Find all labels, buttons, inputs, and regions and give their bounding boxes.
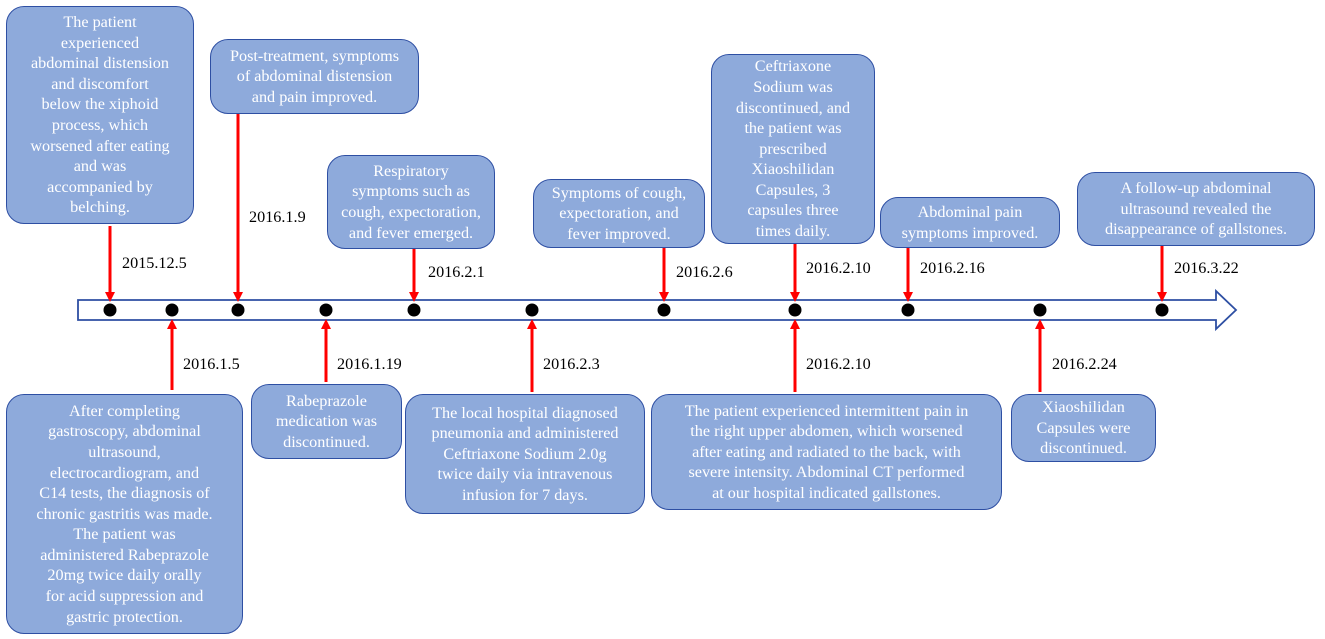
timeline-dot-2016-1-9: [231, 303, 245, 317]
timeline-dot-2016-2-16: [901, 303, 915, 317]
date-label-2015-12-5: 2015.12.5: [122, 254, 187, 272]
event-box-2016-2-10-top: Ceftriaxone Sodium was discontinued, and…: [711, 54, 875, 244]
timeline-dot-2016-2-1: [407, 303, 421, 317]
event-box-2016-2-1: Respiratory symptoms such as cough, expe…: [327, 155, 495, 249]
timeline-dot-2016-2-10: [788, 303, 802, 317]
event-box-2016-2-3: The local hospital diagnosed pneumonia a…: [405, 394, 645, 514]
timeline-dot-2016-2-6: [657, 303, 671, 317]
event-box-2016-2-6: Symptoms of cough, expectoration, and fe…: [533, 179, 705, 248]
timeline-axis-arrow: [77, 288, 1238, 332]
timeline-dot-2016-3-22: [1155, 303, 1169, 317]
date-label-2016-1-9: 2016.1.9: [249, 208, 306, 226]
date-label-2016-3-22: 2016.3.22: [1174, 259, 1239, 277]
date-label-2016-2-10-top: 2016.2.10: [806, 259, 871, 277]
event-box-2016-1-9: Post-treatment, symptoms of abdominal di…: [210, 39, 419, 114]
date-label-2016-2-16: 2016.2.16: [920, 259, 985, 277]
timeline-dot-2016-1-5: [165, 303, 179, 317]
event-box-2016-2-10-bottom: The patient experienced intermittent pai…: [651, 394, 1002, 510]
event-box-2016-3-22: A follow-up abdominal ultrasound reveale…: [1077, 172, 1315, 246]
event-box-2016-2-24: Xiaoshilidan Capsules were discontinued.: [1011, 394, 1156, 462]
date-label-2016-2-10-bottom: 2016.2.10: [806, 355, 871, 373]
event-box-2016-1-19: Rabeprazole medication was discontinued.: [251, 384, 402, 459]
timeline-dot-2016-2-3: [525, 303, 539, 317]
date-label-2016-2-3: 2016.2.3: [543, 355, 600, 373]
date-label-2016-2-1: 2016.2.1: [428, 263, 485, 281]
event-box-2016-1-5: After completing gastroscopy, abdominal …: [6, 394, 243, 634]
timeline-dot-2016-2-24: [1033, 303, 1047, 317]
event-box-2015-12-5: The patient experienced abdominal disten…: [6, 6, 194, 224]
date-label-2016-2-24: 2016.2.24: [1052, 355, 1117, 373]
timeline-dot-2016-1-19: [319, 303, 333, 317]
event-box-2016-2-16: Abdominal pain symptoms improved.: [880, 197, 1060, 248]
timeline-dot-2015-12-5: [103, 303, 117, 317]
date-label-2016-1-5: 2016.1.5: [183, 355, 240, 373]
date-label-2016-2-6: 2016.2.6: [676, 263, 733, 281]
date-label-2016-1-19: 2016.1.19: [337, 355, 402, 373]
